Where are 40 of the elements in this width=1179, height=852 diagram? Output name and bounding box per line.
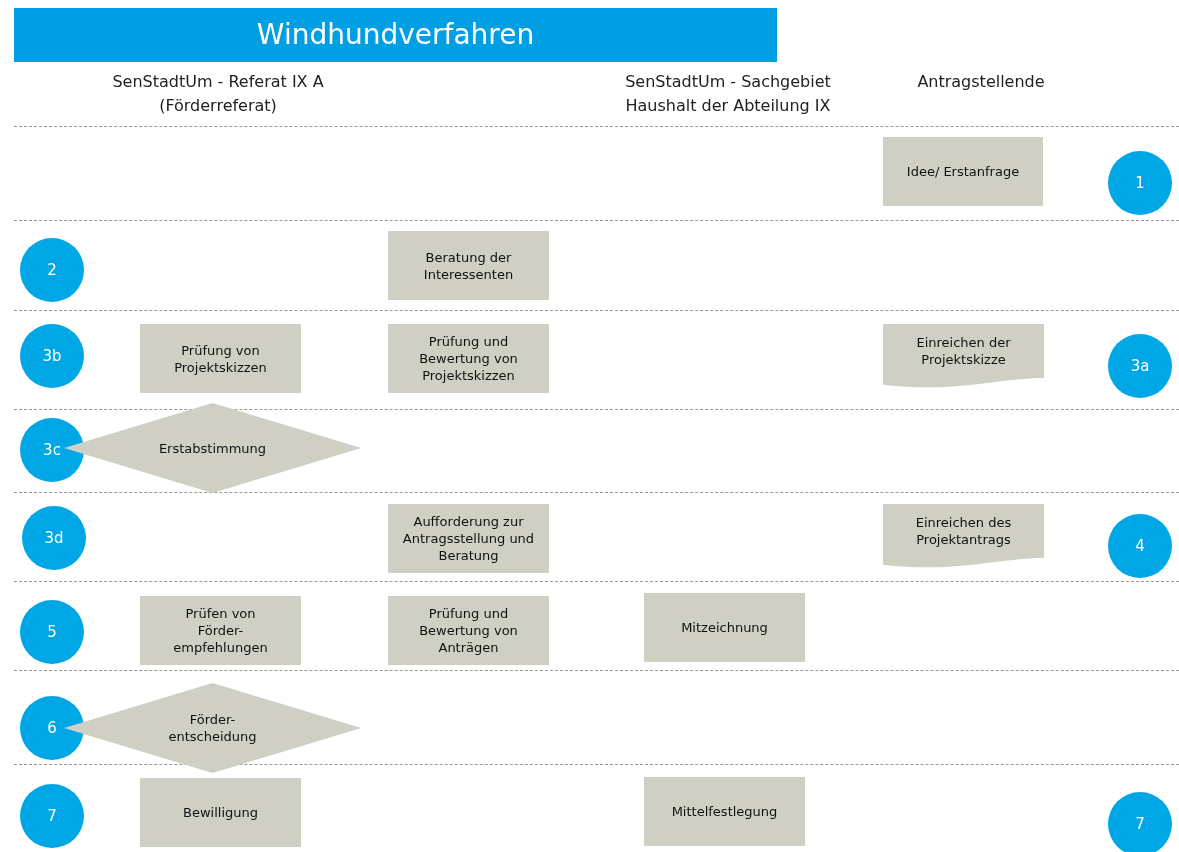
step-label: Erstabstimmung [158,439,267,457]
step-label: Einreichen der Projektskizze [915,334,1012,368]
step-label: Aufforderung zur Antragsstellung und Beratung [401,513,536,564]
process-box [388,324,549,393]
process-box [388,504,549,573]
step-number: 3a [1130,357,1150,375]
process-box [140,596,301,665]
step-number: 4 [1135,537,1145,555]
lane-header: Antragstellende [916,71,1046,93]
lane-header: SenStadtUm - Sachgebiet Haushalt der Abteilung IX [624,71,832,117]
process-box [644,777,805,846]
step-label: Prüfung und Bewertung von Projektskizzen [418,333,519,384]
step-label: Mitzeichnung [681,619,768,636]
lane-header: SenStadtUm - Referat IX A (Förderreferat) [111,71,325,117]
process-box [388,596,549,665]
step-number: 2 [47,261,57,279]
process-box [140,778,301,847]
step-number: 3b [42,347,62,365]
step-number: 3c [43,441,61,459]
step-label: Prüfung und Bewertung von Anträgen [418,605,519,656]
step-label: Prüfung von Projektskizzen [173,341,268,376]
step-number: 7 [47,807,57,825]
process-box [883,137,1043,206]
process-box [388,231,549,300]
step-label: Förder- entscheidung [167,711,258,745]
process-box [644,593,805,662]
step-number: 5 [47,623,57,641]
step-label: Mittelfestlegung [671,803,778,820]
step-label: Prüfen von Förder- empfehlungen [172,605,269,656]
step-number: 3d [44,529,64,547]
step-number: 6 [47,719,57,737]
title-banner: Windhundverfahren [14,8,777,62]
process-box [140,324,301,393]
step-label: Beratung der Interessenten [422,248,515,283]
step-label: Einreichen des Projektantrags [914,514,1013,548]
step-label: Idee/ Erstanfrage [906,163,1020,180]
step-label: Bewilligung [183,804,258,821]
step-number: 1 [1135,174,1145,192]
step-number-badge [1108,792,1172,852]
step-number: 7 [1135,815,1145,833]
